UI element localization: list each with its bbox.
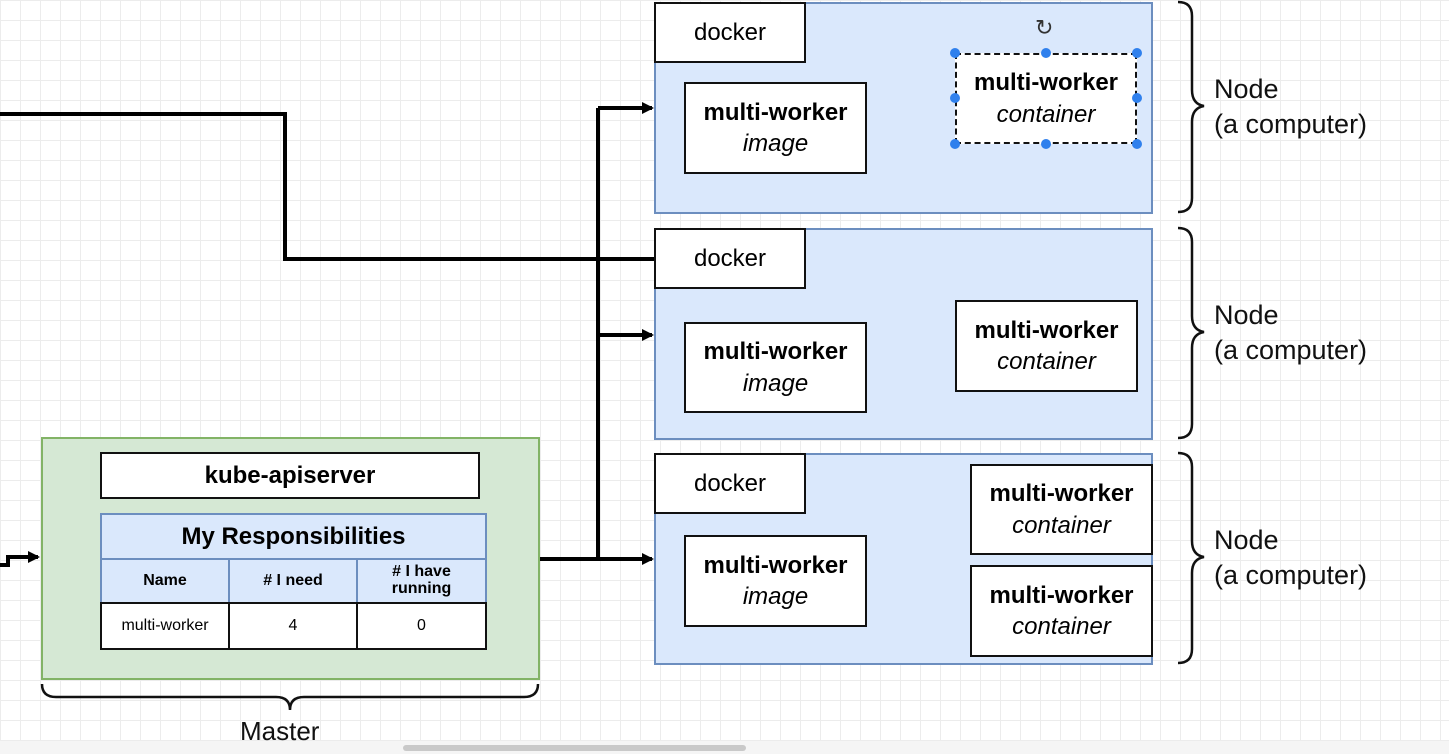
node-3-image-name: multi-worker [703,551,848,579]
table-cell-name-text: multi-worker [121,616,209,634]
table-header-name-text: Name [143,571,187,589]
node-3-container-1-type: container [1012,511,1111,539]
node-2-container[interactable]: multi-worker container [955,300,1138,392]
selection-handle-left[interactable] [950,93,960,103]
kube-apiserver-label: kube-apiserver [204,461,376,489]
kube-apiserver-box[interactable]: kube-apiserver [100,452,480,499]
node-1-image-name: multi-worker [703,98,848,126]
node-3-label-line1: Node [1214,525,1279,555]
node-3-docker[interactable]: docker [654,453,806,514]
responsibilities-title-text: My Responsibilities [181,522,406,550]
table-cell-need-text: 4 [288,616,298,634]
node-1-label: Node (a computer) [1214,72,1367,141]
node-3-label-line2: (a computer) [1214,559,1368,590]
table-cell-need[interactable]: 4 [228,602,358,650]
node-2-image-name: multi-worker [703,338,848,366]
table-cell-name[interactable]: multi-worker [100,602,230,650]
selection-handle-bottom[interactable] [1041,139,1051,149]
node-3-image[interactable]: multi-worker image [684,535,867,627]
node-2-image[interactable]: multi-worker image [684,322,867,413]
node-2-label-line1: Node [1214,300,1279,330]
node-1-container[interactable]: multi-worker container [955,53,1137,144]
selection-handle-top[interactable] [1041,48,1051,58]
node-1-image[interactable]: multi-worker image [684,82,867,174]
node-1-docker-label: docker [693,18,767,46]
node-3-container-2-type: container [1012,613,1111,640]
table-cell-running-text: 0 [417,616,426,634]
node-3-container-1-name: multi-worker [989,480,1134,508]
node-1-container-name: multi-worker [973,69,1119,97]
connector-top-left [0,112,655,261]
responsibilities-title[interactable]: My Responsibilities [100,513,487,560]
table-cell-running[interactable]: 0 [356,602,487,650]
selection-handle-top-left[interactable] [950,48,960,58]
node-2-label-line2: (a computer) [1214,334,1368,365]
brace-node-3 [1177,451,1205,665]
brace-node-2 [1177,226,1205,440]
horizontal-scrollbar-thumb[interactable] [403,745,746,751]
node-2-docker[interactable]: docker [654,228,806,289]
node-1-docker[interactable]: docker [654,2,806,63]
node-3-label: Node (a computer) [1214,523,1367,592]
rotate-icon[interactable]: ↻ [1035,15,1054,40]
node-1-label-line1: Node [1214,74,1279,104]
table-header-running-text: # I have running [391,563,452,597]
node-2-image-type: image [742,369,809,397]
table-header-need-text: # I need [263,571,323,589]
selection-handle-bottom-left[interactable] [950,139,960,149]
node-1-image-type: image [742,130,809,157]
node-3-container-1[interactable]: multi-worker container [970,464,1153,555]
node-2-container-name: multi-worker [974,316,1119,344]
arrow-into-master [0,551,40,567]
node-3-container-2-name: multi-worker [989,581,1134,609]
selection-handle-right[interactable] [1132,93,1142,103]
node-2-label: Node (a computer) [1214,298,1367,367]
node-3-image-type: image [742,583,809,610]
node-2-docker-label: docker [693,244,767,272]
node-2-container-type: container [997,348,1096,375]
node-1-label-line2: (a computer) [1214,108,1368,139]
selection-handle-top-right[interactable] [1132,48,1142,58]
table-header-name[interactable]: Name [100,558,230,604]
brace-master [40,683,540,711]
brace-node-1 [1177,0,1205,214]
node-1-container-type: container [996,100,1096,128]
node-3-container-2[interactable]: multi-worker container [970,565,1153,657]
node-3-docker-label: docker [693,469,767,497]
table-header-need[interactable]: # I need [228,558,358,604]
selection-handle-bottom-right[interactable] [1132,139,1142,149]
table-header-running[interactable]: # I have running [356,558,487,604]
